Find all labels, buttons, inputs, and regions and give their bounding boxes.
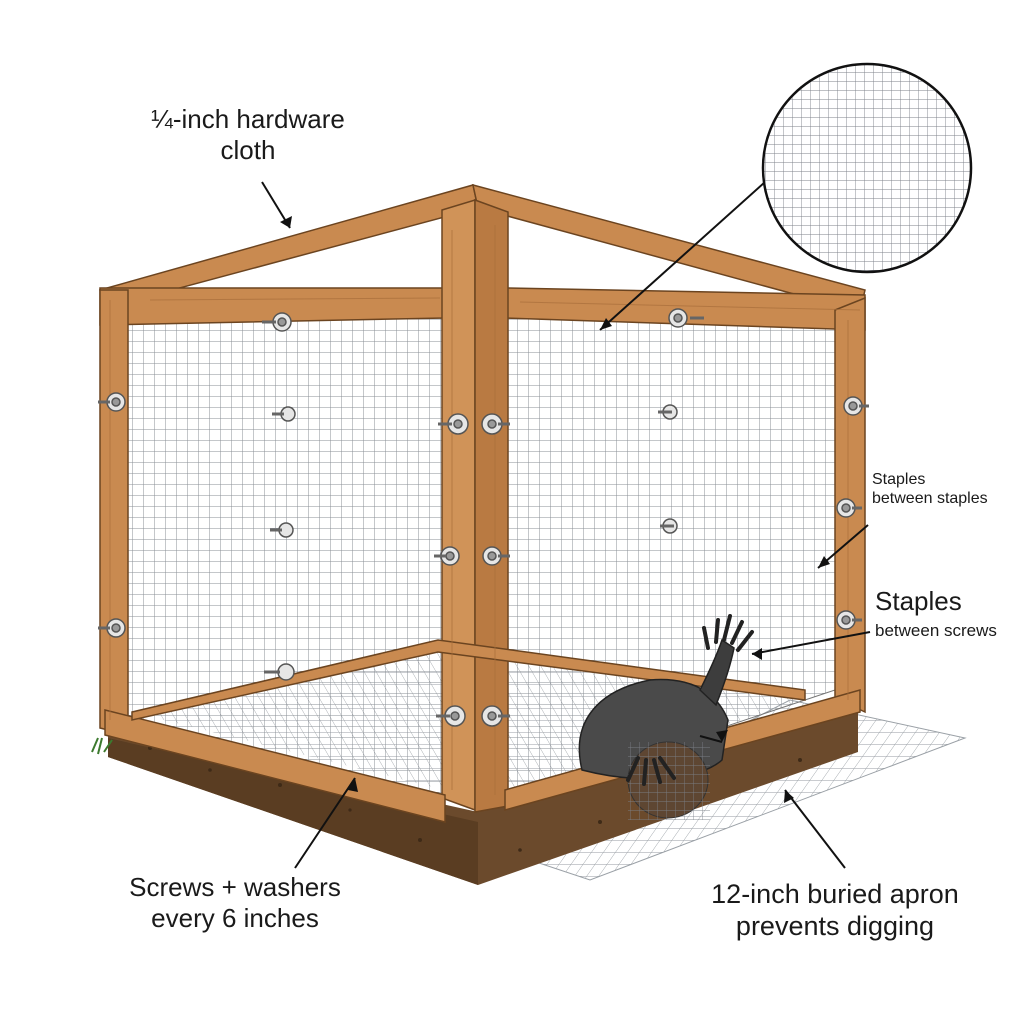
label-staples-large-line1: Staples xyxy=(875,586,962,616)
label-hardware-cloth-line1: ¼-inch hardware xyxy=(151,104,345,134)
label-screws-washers: Screws + washers every 6 inches xyxy=(100,872,370,934)
label-staples-small-line2: between staples xyxy=(872,490,988,508)
label-staples-large: Staples between screws xyxy=(875,586,997,642)
label-apron-line2: prevents digging xyxy=(735,911,935,942)
label-hardware-cloth: ¼-inch hardware cloth xyxy=(128,104,368,166)
magnifier-circle-mesh xyxy=(761,62,973,274)
label-staples-large-line2: between screws xyxy=(875,621,997,641)
left-wall-mesh xyxy=(127,317,446,796)
label-staples-small-line1: Staples xyxy=(872,471,926,488)
bottom-rail-left xyxy=(104,709,446,823)
screw-washers xyxy=(98,308,869,727)
label-apron-line1: 12-inch buried apron xyxy=(711,879,959,909)
top-beam-left xyxy=(99,287,446,326)
label-staples-small: Staples between staples xyxy=(872,470,988,508)
label-screws-line2: every 6 inches xyxy=(151,903,319,934)
label-hardware-cloth-line2: cloth xyxy=(220,135,276,166)
label-screws-line1: Screws + washers xyxy=(129,872,341,902)
label-buried-apron: 12-inch buried apron prevents digging xyxy=(690,878,980,943)
digging-animal xyxy=(578,614,754,820)
left-post xyxy=(99,289,129,736)
